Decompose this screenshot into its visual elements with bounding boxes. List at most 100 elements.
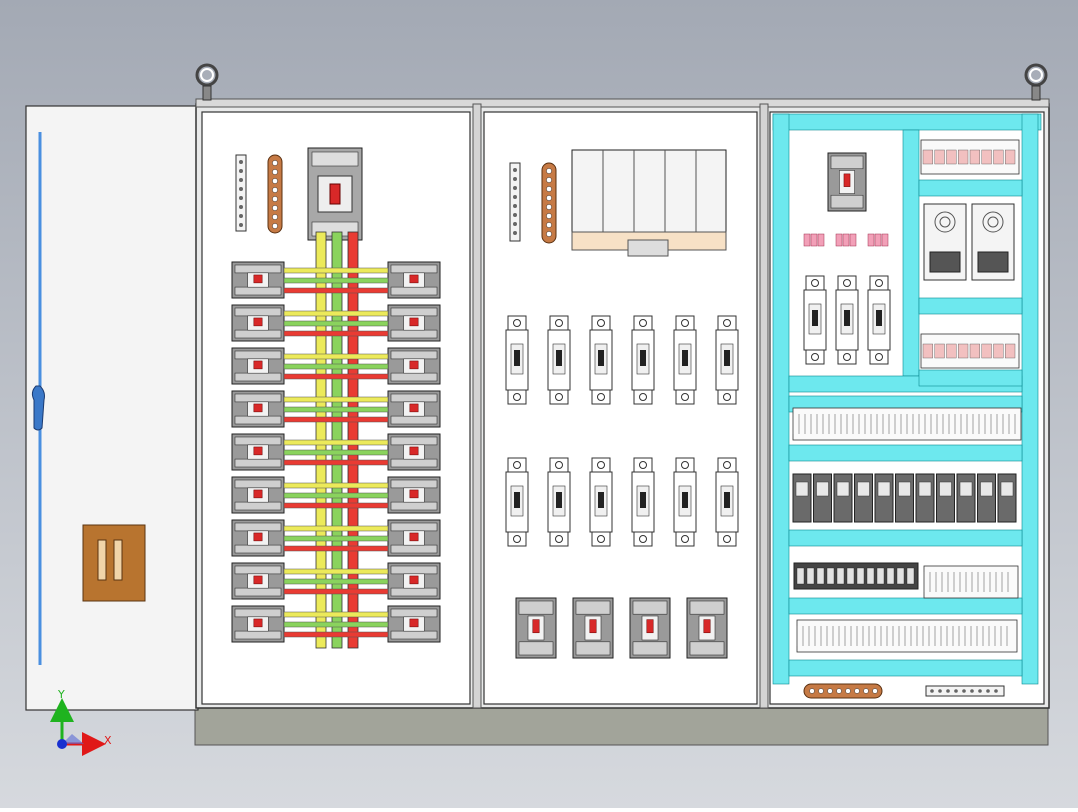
breaker-left[interactable] bbox=[231, 433, 285, 471]
left-distribution-panel[interactable] bbox=[201, 111, 471, 705]
feeder-breaker[interactable] bbox=[686, 597, 728, 659]
fuse-switch[interactable] bbox=[589, 315, 613, 405]
cabinet-plinth bbox=[194, 704, 1049, 746]
connection-strap bbox=[283, 406, 389, 413]
relay-module[interactable] bbox=[874, 473, 894, 523]
control-breaker[interactable] bbox=[827, 152, 867, 212]
breaker-right[interactable] bbox=[387, 304, 441, 342]
relay-module[interactable] bbox=[977, 473, 996, 523]
connection-strap bbox=[283, 310, 389, 317]
indicator-light bbox=[803, 233, 825, 247]
connection-strap bbox=[283, 439, 389, 446]
small-fuse-switch[interactable] bbox=[867, 275, 891, 365]
cable-duct-horizontal bbox=[788, 444, 1023, 462]
fuse-switch[interactable] bbox=[631, 315, 655, 405]
relay-module[interactable] bbox=[792, 473, 812, 523]
connection-strap bbox=[283, 277, 389, 284]
power-supply[interactable] bbox=[923, 203, 967, 281]
terminal-block-row bbox=[792, 407, 1022, 441]
breaker-right[interactable] bbox=[387, 347, 441, 385]
breaker-left[interactable] bbox=[231, 562, 285, 600]
connection-strap bbox=[283, 267, 389, 274]
fuse-switch[interactable] bbox=[673, 457, 697, 547]
fuse-switch[interactable] bbox=[715, 457, 739, 547]
breaker-right[interactable] bbox=[387, 476, 441, 514]
relay-module[interactable] bbox=[854, 473, 873, 523]
connection-strap bbox=[283, 492, 389, 499]
connection-strap bbox=[283, 502, 389, 509]
cable-duct-horizontal bbox=[788, 659, 1023, 677]
connection-strap bbox=[283, 363, 389, 370]
copper-ground-bar bbox=[267, 154, 283, 234]
axis-x-label: X bbox=[104, 734, 112, 747]
breaker-left[interactable] bbox=[231, 261, 285, 299]
power-supply[interactable] bbox=[971, 203, 1015, 281]
relay-module[interactable] bbox=[915, 473, 935, 523]
cable-duct-horizontal bbox=[918, 297, 1023, 315]
lifting-eye-right bbox=[1024, 63, 1048, 101]
right-control-panel[interactable] bbox=[769, 111, 1045, 705]
fuse-switch[interactable] bbox=[631, 457, 655, 547]
breaker-right[interactable] bbox=[387, 390, 441, 428]
connection-strap bbox=[283, 578, 389, 585]
fuse-switch[interactable] bbox=[673, 315, 697, 405]
small-fuse-switch[interactable] bbox=[835, 275, 859, 365]
indicator-light bbox=[867, 233, 889, 247]
mcb-strip[interactable] bbox=[793, 562, 919, 590]
contactor-block[interactable] bbox=[571, 149, 727, 257]
indicator-light bbox=[835, 233, 857, 247]
connection-strap bbox=[283, 611, 389, 618]
connection-strap bbox=[283, 525, 389, 532]
breaker-right[interactable] bbox=[387, 433, 441, 471]
relay-module[interactable] bbox=[956, 473, 976, 523]
cable-duct-horizontal bbox=[918, 179, 1023, 197]
lifting-eye-left bbox=[195, 63, 219, 101]
breaker-right[interactable] bbox=[387, 562, 441, 600]
cabinet-door[interactable] bbox=[25, 105, 199, 711]
fuse-switch[interactable] bbox=[547, 457, 571, 547]
connection-strap bbox=[283, 621, 389, 628]
fuse-switch[interactable] bbox=[505, 315, 529, 405]
feeder-breaker[interactable] bbox=[629, 597, 671, 659]
axis-y-label: Y bbox=[57, 688, 65, 701]
connection-strap bbox=[283, 482, 389, 489]
relay-module[interactable] bbox=[997, 473, 1017, 523]
connection-strap bbox=[283, 416, 389, 423]
terminal-strip bbox=[925, 685, 1005, 697]
breaker-right[interactable] bbox=[387, 261, 441, 299]
connection-strap bbox=[283, 631, 389, 638]
feeder-breaker[interactable] bbox=[572, 597, 614, 659]
mcb-row bbox=[920, 139, 1020, 175]
relay-module[interactable] bbox=[895, 473, 914, 523]
main-breaker[interactable] bbox=[307, 147, 363, 241]
connection-strap bbox=[283, 449, 389, 456]
axis-origin bbox=[57, 739, 67, 749]
fuse-switch[interactable] bbox=[505, 457, 529, 547]
relay-module[interactable] bbox=[813, 473, 832, 523]
connection-strap bbox=[283, 545, 389, 552]
middle-switch-panel[interactable] bbox=[483, 111, 758, 705]
terminal-strip bbox=[509, 162, 521, 242]
feeder-breaker[interactable] bbox=[515, 597, 557, 659]
din-rail-top bbox=[772, 113, 1042, 131]
breaker-right[interactable] bbox=[387, 519, 441, 557]
relay-module[interactable] bbox=[833, 473, 853, 523]
small-fuse-switch[interactable] bbox=[803, 275, 827, 365]
breaker-left[interactable] bbox=[231, 476, 285, 514]
connection-strap bbox=[283, 396, 389, 403]
breaker-left[interactable] bbox=[231, 390, 285, 428]
fuse-switch[interactable] bbox=[715, 315, 739, 405]
terminal-block-row bbox=[796, 619, 1018, 653]
cable-duct-left bbox=[772, 113, 790, 685]
breaker-left[interactable] bbox=[231, 605, 285, 643]
breaker-left[interactable] bbox=[231, 304, 285, 342]
fuse-switch[interactable] bbox=[589, 457, 613, 547]
breaker-left[interactable] bbox=[231, 347, 285, 385]
cable-duct-horizontal bbox=[788, 597, 1023, 615]
breaker-right[interactable] bbox=[387, 605, 441, 643]
connection-strap bbox=[283, 320, 389, 327]
fuse-switch[interactable] bbox=[547, 315, 571, 405]
breaker-left[interactable] bbox=[231, 519, 285, 557]
relay-module[interactable] bbox=[936, 473, 955, 523]
